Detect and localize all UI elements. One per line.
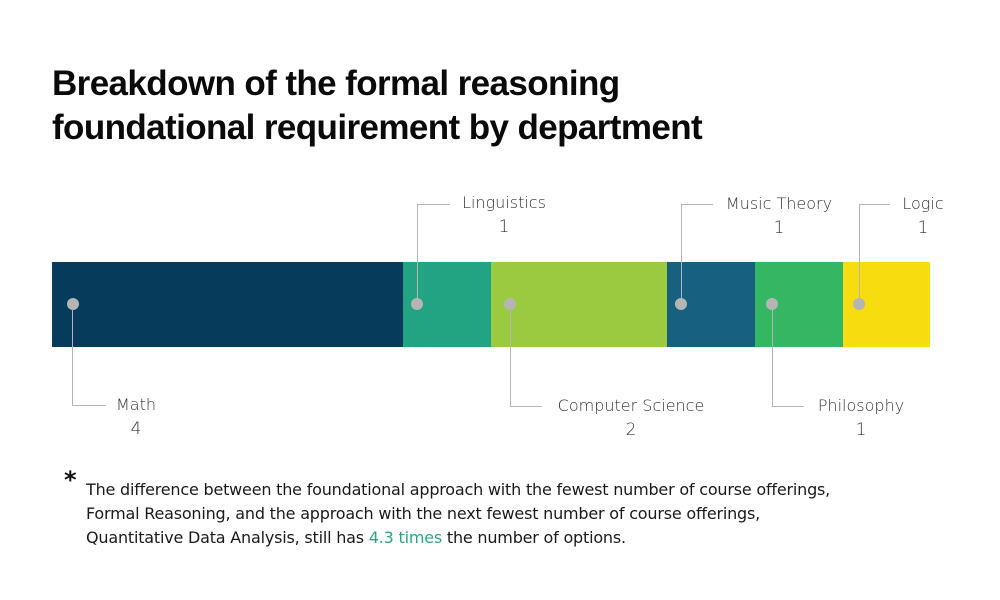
leader-line-philosophy: [772, 310, 773, 407]
stacked-bar: [52, 262, 930, 347]
label-linguistics: Linguistics 1: [456, 191, 552, 239]
footnote-text: Quantitative Data Analysis, still has: [86, 528, 369, 547]
leader-line-math: [72, 405, 106, 406]
callout-dot-icon: [675, 298, 687, 310]
footnote-line-1: The difference between the foundational …: [86, 480, 831, 499]
label-value: 1: [917, 218, 929, 238]
label-value: 1: [773, 218, 785, 238]
footnote-text: the number of options.: [442, 528, 626, 547]
label-value: 4: [130, 419, 142, 439]
leader-line-linguistics: [417, 204, 418, 304]
leader-line-philosophy: [772, 406, 804, 407]
leader-line-logic: [859, 204, 890, 205]
callout-dot-icon: [766, 298, 778, 310]
asterisk-icon: *: [64, 466, 77, 494]
leader-line-linguistics: [417, 204, 450, 205]
segment-logic: [843, 262, 930, 347]
segment-math: [52, 262, 403, 347]
footnote-line-2: Formal Reasoning, and the approach with …: [86, 504, 761, 523]
footnote: The difference between the foundational …: [86, 478, 830, 550]
leader-line-math: [72, 310, 73, 406]
chart-title-line-1: Breakdown of the formal reasoning: [52, 64, 620, 103]
label-logic: Logic 1: [896, 192, 950, 240]
label-name: Philosophy: [817, 396, 905, 415]
leader-line-computer-science: [510, 406, 542, 407]
label-name: Music Theory: [725, 194, 833, 213]
label-music-theory: Music Theory 1: [718, 192, 840, 240]
label-philosophy: Philosophy 1: [810, 394, 912, 442]
label-name: Math: [115, 395, 157, 414]
callout-dot-icon: [411, 298, 423, 310]
label-name: Computer Science: [557, 396, 705, 415]
leader-line-computer-science: [510, 310, 511, 407]
callout-dot-icon: [67, 298, 79, 310]
callout-dot-icon: [504, 298, 516, 310]
label-value: 2: [625, 420, 637, 440]
label-value: 1: [855, 420, 867, 440]
footnote-highlight: 4.3 times: [368, 528, 442, 547]
callout-dot-icon: [853, 298, 865, 310]
label-name: Linguistics: [462, 193, 546, 212]
leader-line-music-theory: [681, 204, 682, 304]
leader-line-music-theory: [681, 204, 713, 205]
footnote-line-3: Quantitative Data Analysis, still has 4.…: [86, 526, 830, 550]
label-math: Math 4: [112, 393, 160, 441]
label-value: 1: [498, 217, 510, 237]
chart-title: Breakdown of the formal reasoning founda…: [52, 62, 703, 150]
label-computer-science: Computer Science 2: [548, 394, 714, 442]
segment-computer-science: [491, 262, 667, 347]
chart-title-line-2: foundational requirement by department: [52, 108, 703, 147]
segment-philosophy: [755, 262, 843, 347]
label-name: Logic: [902, 194, 944, 213]
leader-line-logic: [859, 204, 860, 304]
